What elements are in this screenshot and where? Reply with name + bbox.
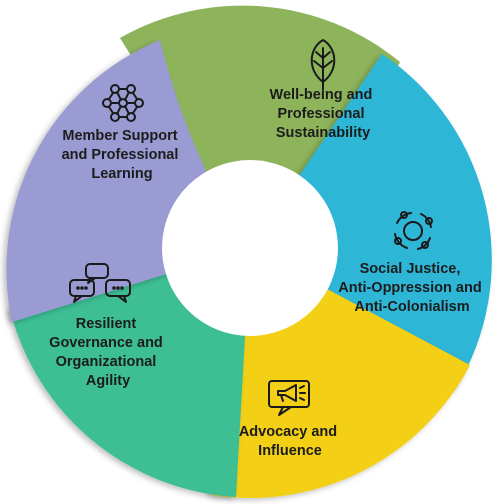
label-advocacy: Advocacy and Influence [239, 424, 341, 459]
label-social-justice: Social Justice, Anti-Oppression and Anti… [338, 261, 485, 315]
segment-wellbeing [120, 5, 400, 248]
segment-social-justice [250, 54, 492, 390]
chat-bubbles-icon [69, 263, 131, 303]
label-member-support: Member Support and Professional Learning [62, 128, 183, 182]
network-icon [102, 84, 144, 122]
tree-icon [310, 39, 336, 91]
megaphone-icon [268, 380, 310, 416]
circle-hands-icon [394, 211, 433, 250]
label-wellbeing: Well-being and Professional Sustainabili… [270, 87, 377, 141]
label-governance: Resilient Governance and Organizational … [49, 316, 167, 389]
center-hole [162, 160, 338, 336]
